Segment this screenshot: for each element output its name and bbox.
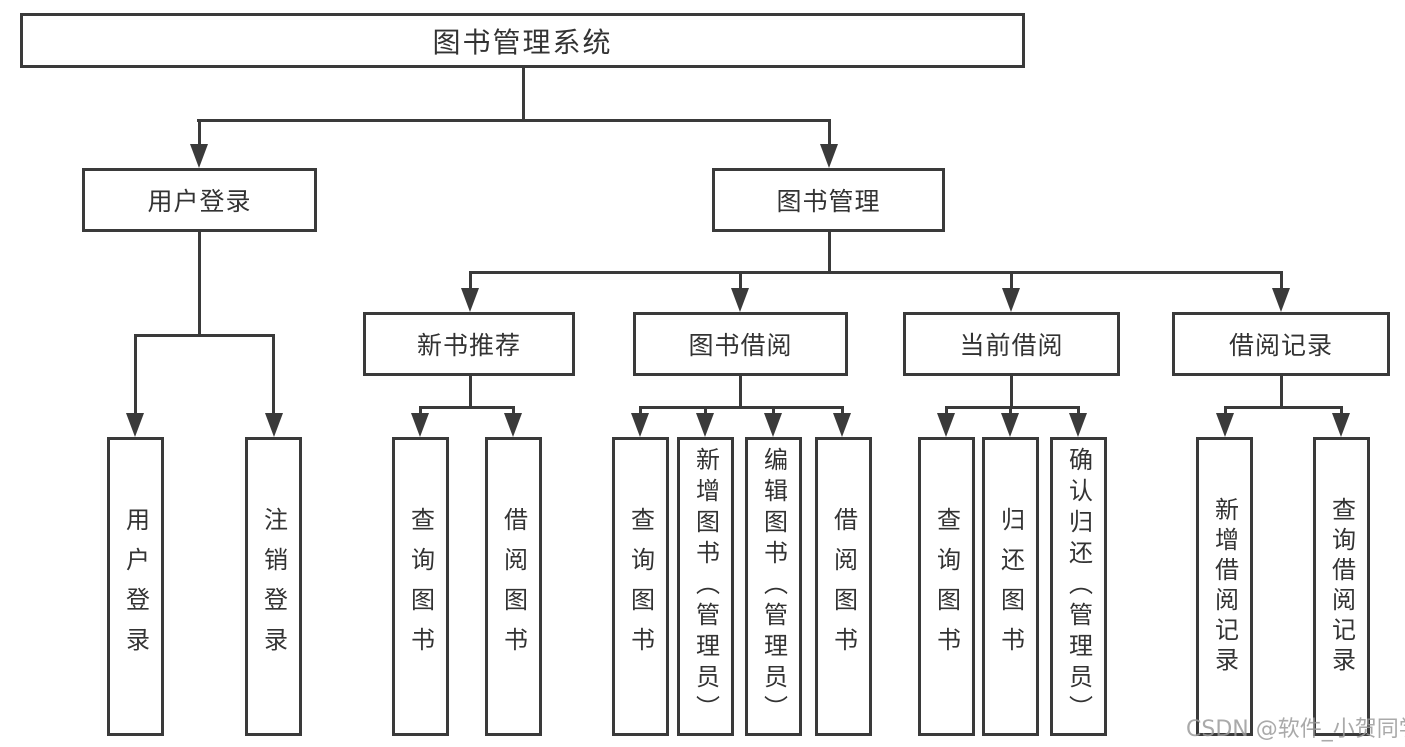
node-label: 图书管理系统 [432,25,613,59]
leaf-borrow-books-recommend: 借阅图书 [485,437,542,736]
node-label: 新书推荐 [416,331,521,360]
connector-vline [522,68,525,121]
connector-vline [841,406,844,419]
node-book-management: 图书管理 [712,168,945,232]
leaf-edit-book-admin: 编辑图书（管理员） [745,437,802,736]
connector-vline [512,406,515,419]
arrow-down-icon [937,413,955,437]
connector-vline [1010,271,1013,293]
connector-vline [198,232,201,336]
leaf-label: 查询借阅记录 [1327,496,1356,677]
leaf-label: 查询图书 [932,506,961,667]
arrow-down-icon [1002,288,1020,312]
arrow-down-icon [833,413,851,437]
connector-vline [1010,376,1013,408]
leaf-query-books-recommend: 查询图书 [392,437,449,736]
leaf-label: 新增图书（管理员） [691,447,720,726]
leaf-query-borrow-record: 查询借阅记录 [1313,437,1370,736]
arrow-down-icon [764,413,782,437]
connector-vline [945,406,948,419]
connector-hline [197,119,831,122]
connector-vline [134,334,137,418]
leaf-label: 借阅图书 [499,506,528,667]
leaf-label: 编辑图书（管理员） [759,447,788,726]
connector-vline [1280,271,1283,293]
leaf-label: 归还图书 [996,506,1025,667]
arrow-down-icon [1069,413,1087,437]
connector-hline [1224,406,1343,409]
connector-vline [1224,406,1227,419]
connector-hline [134,334,275,337]
leaf-return-book: 归还图书 [982,437,1039,736]
leaf-label: 用户登录 [121,506,150,667]
arrow-down-icon [696,413,714,437]
arrow-down-icon [1216,413,1234,437]
node-user-login: 用户登录 [82,168,317,232]
node-book-borrowing: 图书借阅 [633,312,848,376]
arrow-down-icon [411,413,429,437]
leaf-label: 借阅图书 [829,506,858,667]
arrow-down-icon [126,413,144,437]
arrow-down-icon [1001,413,1019,437]
connector-hline [419,406,515,409]
watermark: CSDN @软件_小贺同学 [1186,717,1405,742]
node-label: 图书借阅 [688,331,793,360]
node-borrowing-records: 借阅记录 [1172,312,1390,376]
leaf-borrow-books-borrowing: 借阅图书 [815,437,872,736]
connector-hline [469,271,1282,274]
leaf-logout: 注销登录 [245,437,302,736]
node-library-management-system: 图书管理系统 [20,13,1025,68]
connector-vline [739,271,742,293]
connector-hline [945,406,1079,409]
connector-vline [704,406,707,419]
connector-vline [739,376,742,408]
arrow-down-icon [504,413,522,437]
arrow-down-icon [190,144,208,168]
connector-vline [419,406,422,419]
leaf-user-login: 用户登录 [107,437,164,736]
arrow-down-icon [1332,413,1350,437]
node-label: 用户登录 [147,187,252,216]
leaf-query-books-current: 查询图书 [918,437,975,736]
leaf-query-books-borrowing: 查询图书 [612,437,669,736]
connector-hline [639,406,844,409]
arrow-down-icon [631,413,649,437]
node-label: 图书管理 [776,187,881,216]
connector-vline [772,406,775,419]
leaf-label: 注销登录 [259,506,288,667]
arrow-down-icon [461,288,479,312]
connector-vline [828,119,831,149]
node-new-book-recommendation: 新书推荐 [363,312,575,376]
connector-vline [469,376,472,408]
connector-vline [1009,406,1012,419]
arrow-down-icon [1272,288,1290,312]
connector-vline [272,334,275,418]
connector-vline [639,406,642,419]
leaf-label: 查询图书 [626,506,655,667]
arrow-down-icon [731,288,749,312]
connector-vline [1340,406,1343,419]
arrow-down-icon [265,413,283,437]
connector-vline [1077,406,1080,419]
connector-vline [469,271,472,293]
leaf-label: 查询图书 [406,506,435,667]
leaf-label: 确认归还（管理员） [1064,447,1093,726]
connector-vline [198,119,201,149]
connector-vline [828,232,831,273]
node-current-borrowing: 当前借阅 [903,312,1120,376]
connector-vline [1280,376,1283,408]
node-label: 当前借阅 [959,331,1064,360]
leaf-add-borrow-record: 新增借阅记录 [1196,437,1253,736]
node-label: 借阅记录 [1228,331,1333,360]
arrow-down-icon [820,144,838,168]
leaf-confirm-return-admin: 确认归还（管理员） [1050,437,1107,736]
leaf-add-book-admin: 新增图书（管理员） [677,437,734,736]
leaf-label: 新增借阅记录 [1210,496,1239,677]
